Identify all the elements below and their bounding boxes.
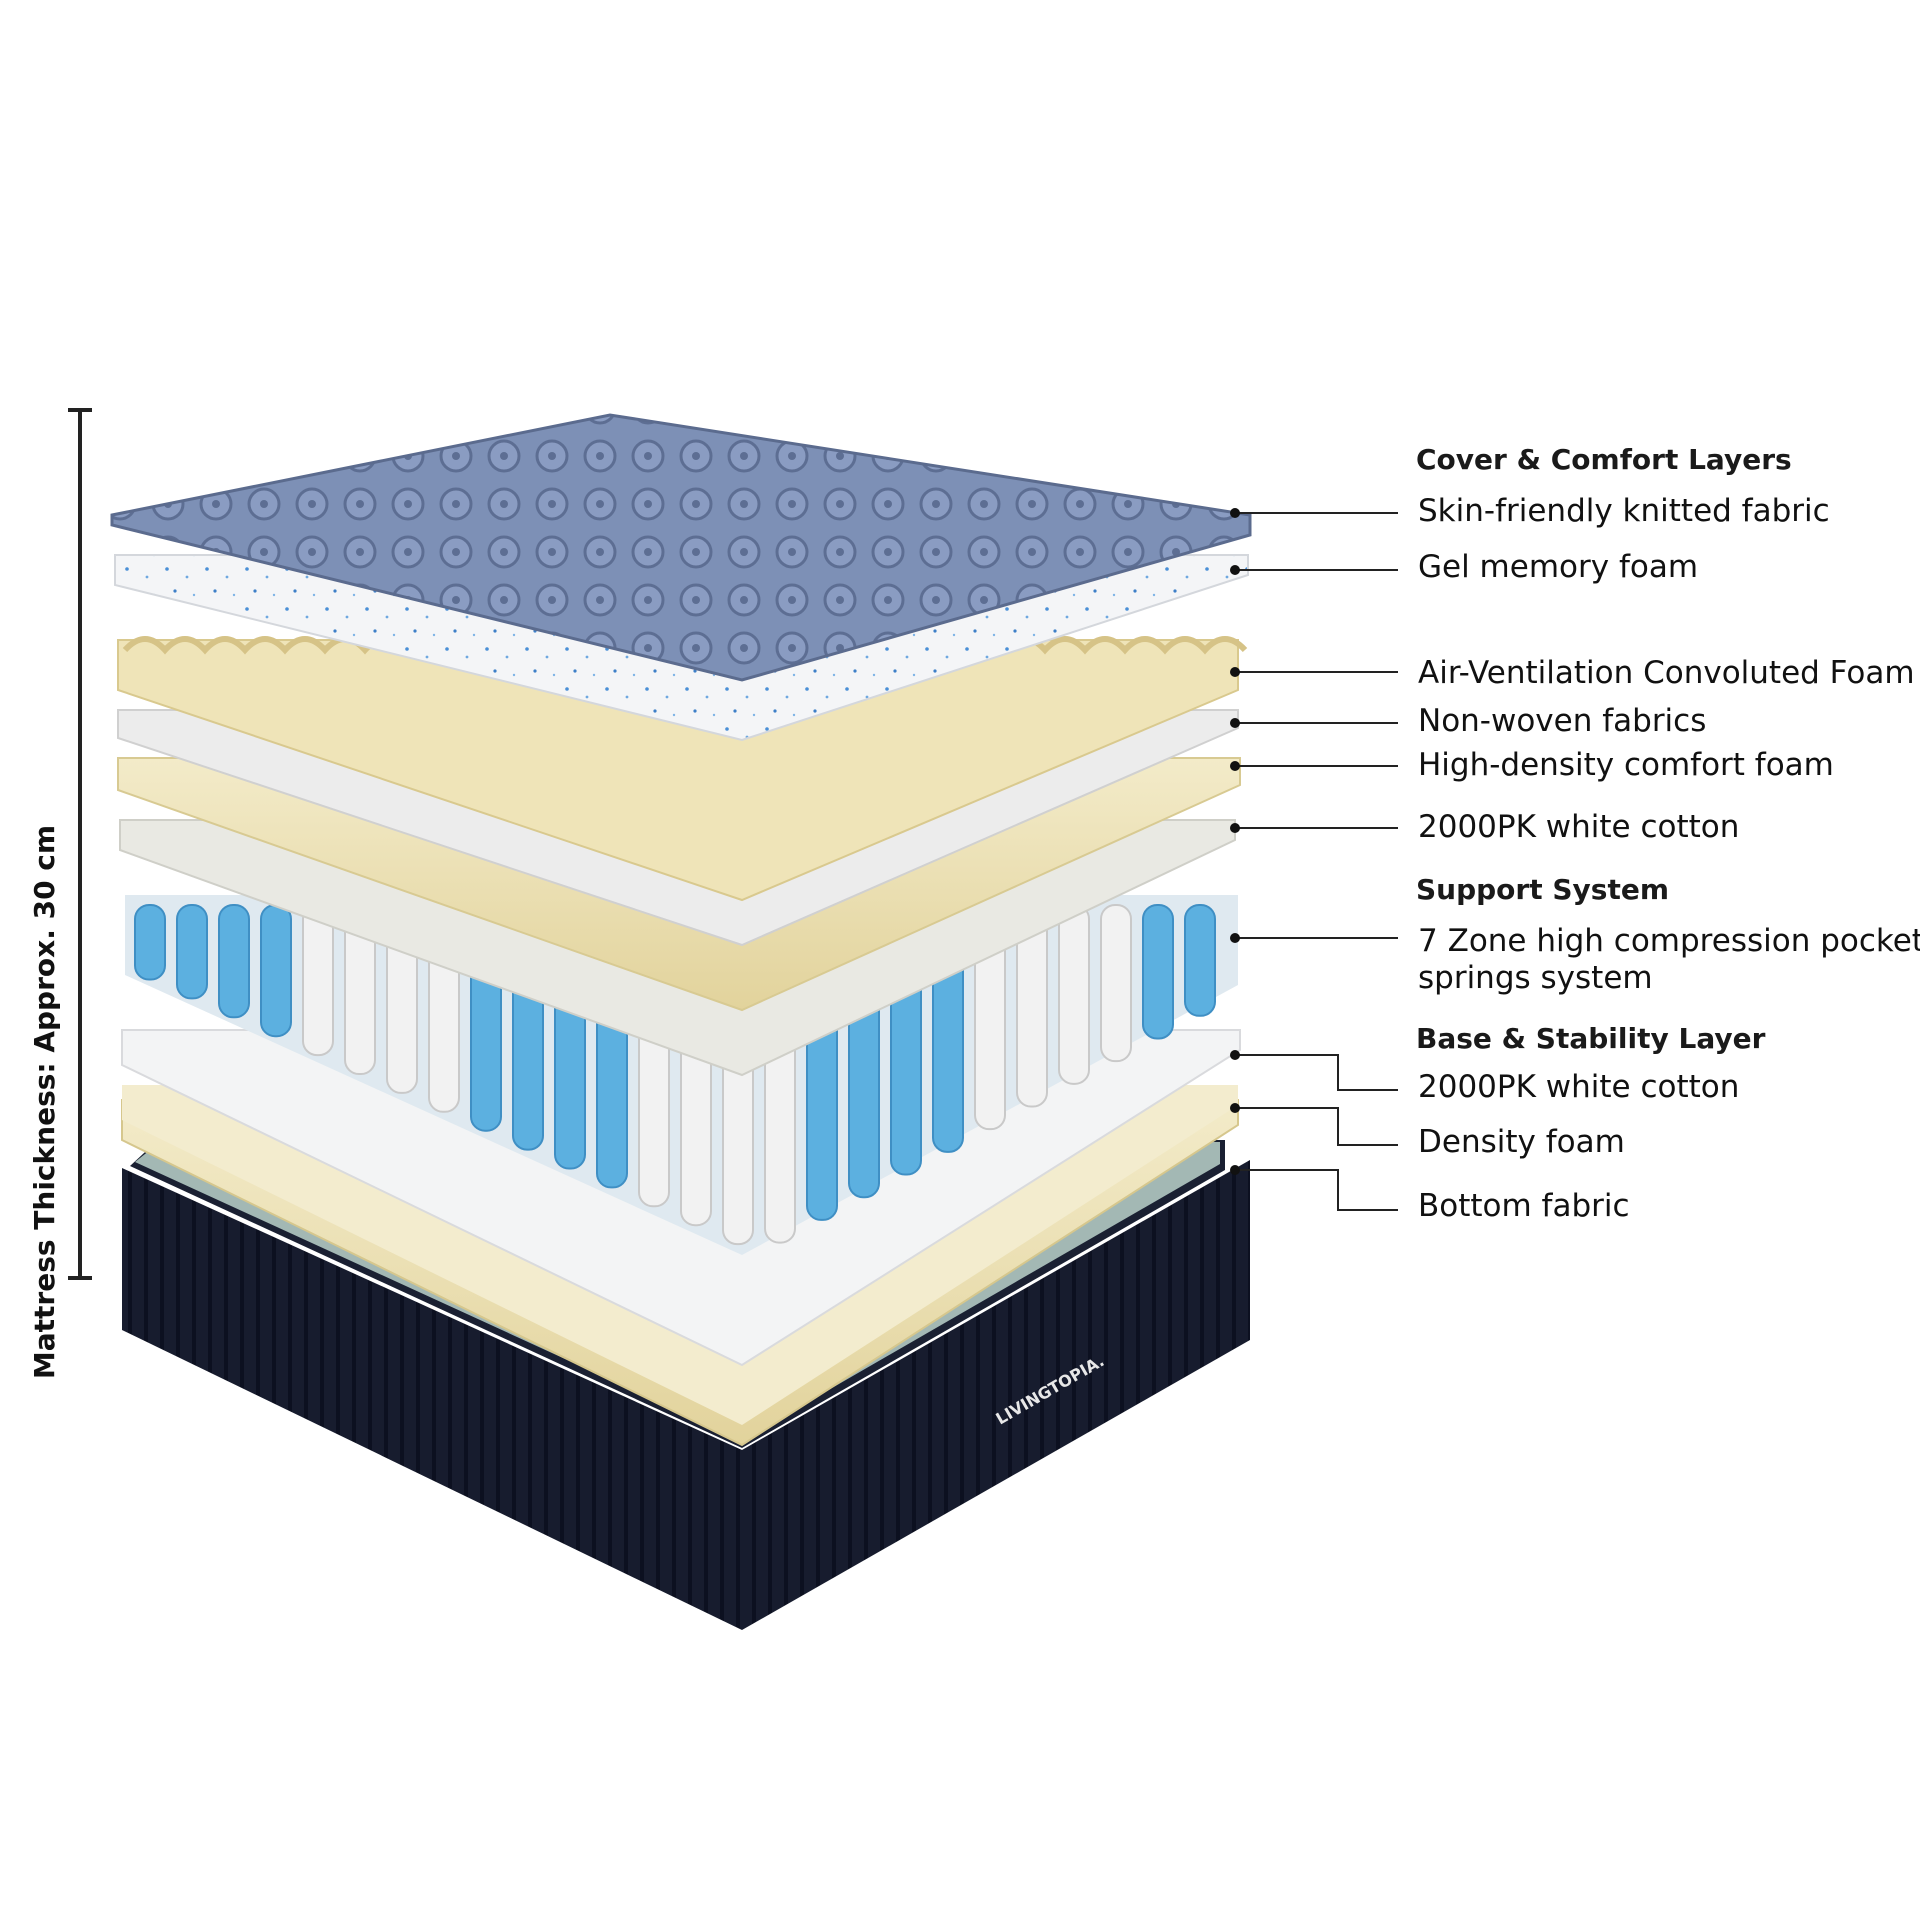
pocket-spring	[134, 904, 166, 981]
pocket-spring	[1184, 904, 1216, 1017]
leader-lines	[1235, 512, 1398, 1211]
label-knitted-fabric: Skin-friendly knitted fabric	[1418, 493, 1830, 529]
label-springs-line2: springs system	[1418, 960, 1653, 996]
thickness-dimension-bar	[68, 408, 92, 1280]
label-density-foam: Density foam	[1418, 1124, 1625, 1160]
base-right-side	[742, 1160, 1250, 1630]
label-cotton-bottom: 2000PK white cotton	[1418, 1069, 1740, 1105]
label-cotton-top: 2000PK white cotton	[1418, 809, 1740, 845]
leader-dots	[1230, 508, 1240, 1175]
pocket-spring	[1142, 904, 1174, 1040]
label-convoluted-foam: Air-Ventilation Convoluted Foam	[1418, 655, 1915, 691]
thickness-label: Mattress Thickness: Approx. 30 cm	[28, 824, 61, 1380]
leader-density-foam	[1235, 1107, 1398, 1146]
label-bottom-fabric: Bottom fabric	[1418, 1188, 1630, 1224]
label-gel-memory-foam: Gel memory foam	[1418, 549, 1699, 585]
section-base-stability: Base & Stability Layer	[1416, 1022, 1766, 1055]
pocket-spring	[302, 904, 334, 1057]
leader-cotton-bottom	[1235, 1054, 1398, 1091]
base-left-side	[122, 1168, 742, 1630]
label-nonwoven-fabrics: Non-woven fabrics	[1418, 703, 1707, 739]
leader-bottom-fabric	[1235, 1169, 1398, 1211]
label-hd-comfort-foam: High-density comfort foam	[1418, 747, 1834, 783]
pocket-spring	[260, 904, 292, 1038]
knitted-cover-layer	[110, 413, 1252, 682]
pocket-spring	[218, 904, 250, 1019]
pocket-spring	[1100, 904, 1132, 1063]
section-support-system: Support System	[1416, 873, 1669, 906]
section-cover-comfort: Cover & Comfort Layers	[1416, 443, 1792, 476]
pocket-spring	[1058, 904, 1090, 1085]
label-springs-line1: 7 Zone high compression pocket	[1418, 923, 1920, 959]
pocket-spring	[176, 904, 208, 1000]
